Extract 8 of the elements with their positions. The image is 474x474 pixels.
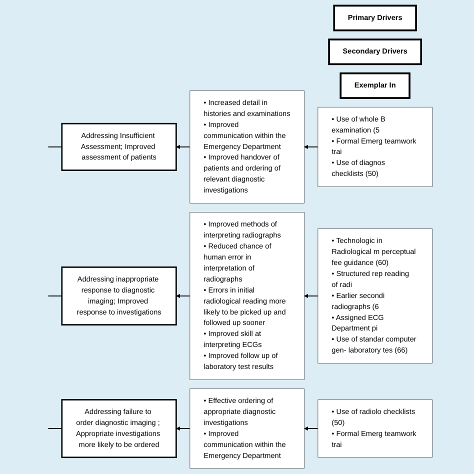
arrow xyxy=(304,144,318,149)
connector xyxy=(48,146,62,148)
arrow xyxy=(176,144,190,149)
arrow xyxy=(304,294,318,298)
arrow xyxy=(176,294,190,298)
arrow xyxy=(304,426,318,431)
arrow xyxy=(176,426,190,431)
connector xyxy=(48,428,62,430)
